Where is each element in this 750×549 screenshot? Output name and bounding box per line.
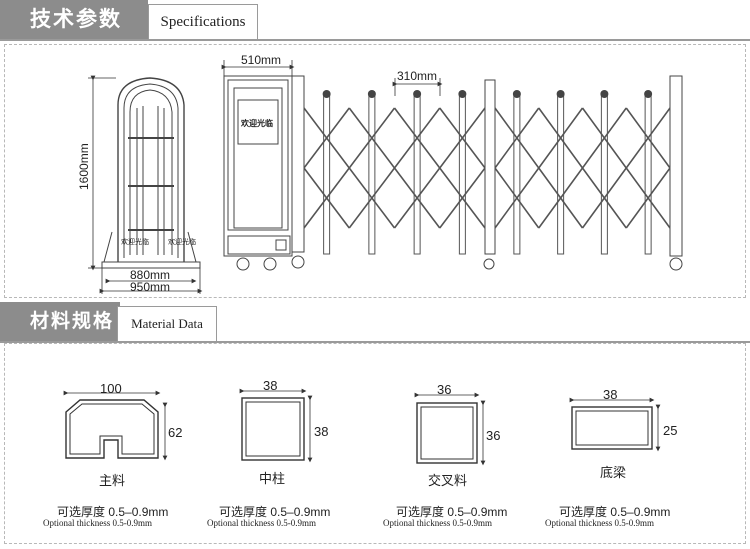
width-outer-label: 950mm (130, 280, 170, 294)
gate-head-cabinet (223, 75, 293, 271)
lattice-post (413, 93, 421, 255)
lattice-post (458, 93, 466, 255)
profile-column-thickness-en: Optional thickness 0.5-0.9mm (207, 518, 316, 528)
post-cap (413, 90, 422, 98)
width-dimensions (99, 268, 203, 294)
lattice-post (513, 93, 521, 255)
lattice-bar (538, 107, 584, 169)
lattice-bar (625, 167, 671, 229)
height-dimension (88, 75, 116, 271)
lattice-bar (494, 167, 540, 229)
profile-main-thickness-cn: 可选厚度 0.5–0.9mm (57, 505, 169, 519)
profile-column-thickness-cn: 可选厚度 0.5–0.9mm (219, 505, 331, 519)
post-cap (600, 90, 609, 98)
post-cap (556, 90, 565, 98)
height-label: 1600mm (77, 143, 91, 190)
lattice-bar (348, 107, 396, 169)
profile-cross-width: 36 (437, 382, 452, 397)
profile-cross-thickness-cn: 可选厚度 0.5–0.9mm (396, 505, 508, 519)
lattice-bar (348, 167, 396, 229)
specifications-title-cn: 技术参数 (0, 0, 148, 40)
specifications-title-en: Specifications (148, 4, 258, 39)
header-divider (0, 341, 750, 343)
profile-column-height: 38 (314, 424, 329, 439)
lattice-bar (303, 167, 350, 229)
lattice-bar (393, 167, 441, 229)
gate-columns (291, 75, 683, 271)
lattice-bar (494, 107, 540, 169)
gate-side-view (101, 77, 201, 269)
profile-cross-height: 36 (486, 428, 501, 443)
profile-base-height: 25 (663, 423, 678, 438)
lattice-post (600, 93, 608, 255)
profile-column-width: 38 (263, 378, 278, 393)
head-width-label: 510mm (241, 53, 281, 67)
post-cap (367, 90, 376, 98)
profile-main (63, 390, 168, 461)
profile-cross-thickness-en: Optional thickness 0.5-0.9mm (383, 518, 492, 528)
material-panel (4, 343, 746, 544)
profile-base-thickness-en: Optional thickness 0.5-0.9mm (545, 518, 654, 528)
profile-column-name: 中柱 (259, 471, 286, 486)
profile-base-width: 38 (603, 387, 618, 402)
post-cap (644, 90, 653, 98)
profile-base (569, 397, 661, 452)
lattice-bar (581, 167, 627, 229)
header-divider (0, 39, 750, 41)
profile-main-name: 主料 (99, 473, 126, 488)
head-plate-text: 欢迎光临 (240, 118, 273, 128)
profile-main-height: 62 (168, 425, 183, 440)
svg-text:欢迎光临: 欢迎光临 (168, 237, 196, 246)
post-cap (458, 90, 467, 98)
lattice-bar (538, 167, 584, 229)
svg-text:欢迎光临: 欢迎光临 (121, 237, 149, 246)
lattice-post (644, 93, 652, 255)
lattice-bar (625, 107, 671, 169)
lattice-bar (439, 167, 486, 229)
spacing-label: 310mm (397, 69, 437, 83)
material-title-cn: 材料规格 (0, 302, 120, 342)
post-cap (512, 90, 521, 98)
spacing-dimension (392, 78, 443, 96)
material-title-en: Material Data (117, 306, 217, 341)
profile-cross-name: 交叉料 (428, 473, 468, 488)
lattice-bar (393, 107, 441, 169)
profile-base-name: 底梁 (600, 465, 627, 480)
lattice-bar (303, 107, 350, 169)
profile-cross (414, 392, 486, 466)
profile-main-thickness-en: Optional thickness 0.5-0.9mm (43, 518, 152, 528)
lattice-bar (439, 107, 486, 169)
scissor-lattice (303, 90, 671, 255)
lattice-post (557, 93, 565, 255)
width-inner-label: 880mm (130, 268, 170, 282)
profile-main-width: 100 (100, 381, 122, 396)
head-width-dimension (221, 60, 295, 76)
specifications-panel (4, 44, 746, 298)
side-plate-text: 欢迎光临 欢迎光临 (121, 237, 196, 246)
lattice-post (323, 93, 331, 255)
lattice-post (368, 93, 376, 255)
lattice-bar (581, 107, 627, 169)
profile-column (239, 388, 313, 463)
post-cap (322, 90, 331, 98)
profile-base-thickness-cn: 可选厚度 0.5–0.9mm (559, 505, 671, 519)
